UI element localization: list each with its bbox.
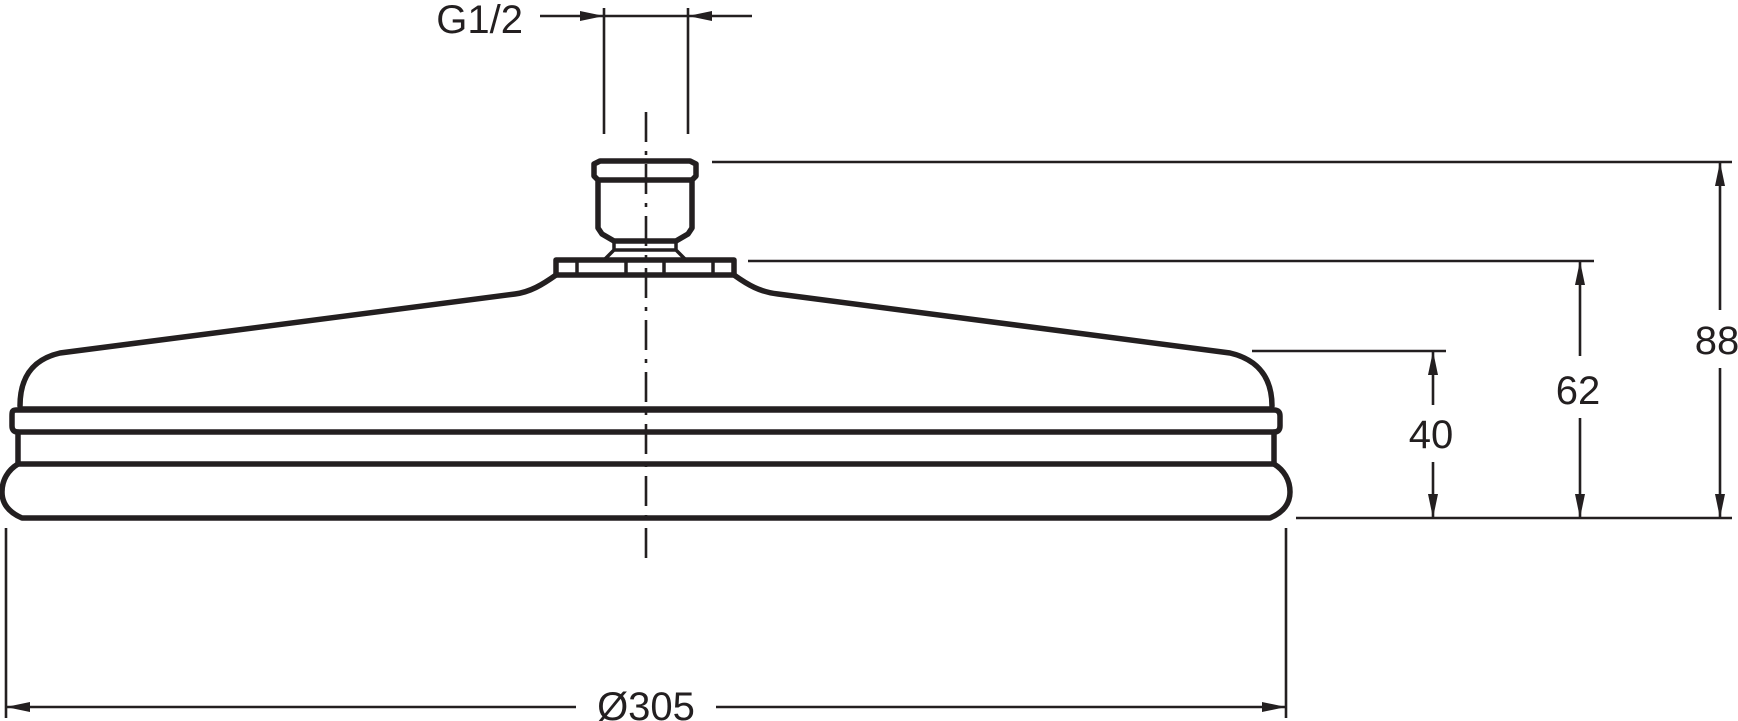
- rim-height-label: 40: [1409, 413, 1454, 457]
- nut-height-arrow-top: [1575, 261, 1585, 285]
- diameter-dimension: Ø305: [4, 528, 1288, 721]
- overall-height-dimension: 88: [712, 160, 1738, 518]
- nut-height-label: 62: [1556, 369, 1601, 413]
- nut-height-arrow-bottom: [1575, 494, 1585, 518]
- thread-arrow-left: [580, 11, 604, 21]
- thread-size-label: G1/2: [436, 0, 523, 42]
- thread-arrow-right: [688, 11, 712, 21]
- diameter-arrow-left: [6, 702, 30, 712]
- lock-nut-grooves: [575, 262, 715, 273]
- thread-dimension: G1/2: [436, 0, 752, 134]
- diameter-label: Ø305: [597, 685, 695, 721]
- rim-height-arrow-bottom: [1428, 494, 1438, 518]
- inlet-connector: [591, 158, 699, 244]
- overall-height-arrow-top: [1715, 162, 1725, 186]
- overall-height-label: 88: [1695, 319, 1738, 363]
- rim-height-dimension: 40: [1252, 349, 1454, 518]
- dome-body: [17, 272, 1275, 409]
- diameter-arrow-right: [1262, 702, 1286, 712]
- overall-height-arrow-bottom: [1715, 494, 1725, 518]
- rim-height-arrow-top: [1428, 351, 1438, 375]
- nut-height-dimension: 62: [748, 259, 1601, 518]
